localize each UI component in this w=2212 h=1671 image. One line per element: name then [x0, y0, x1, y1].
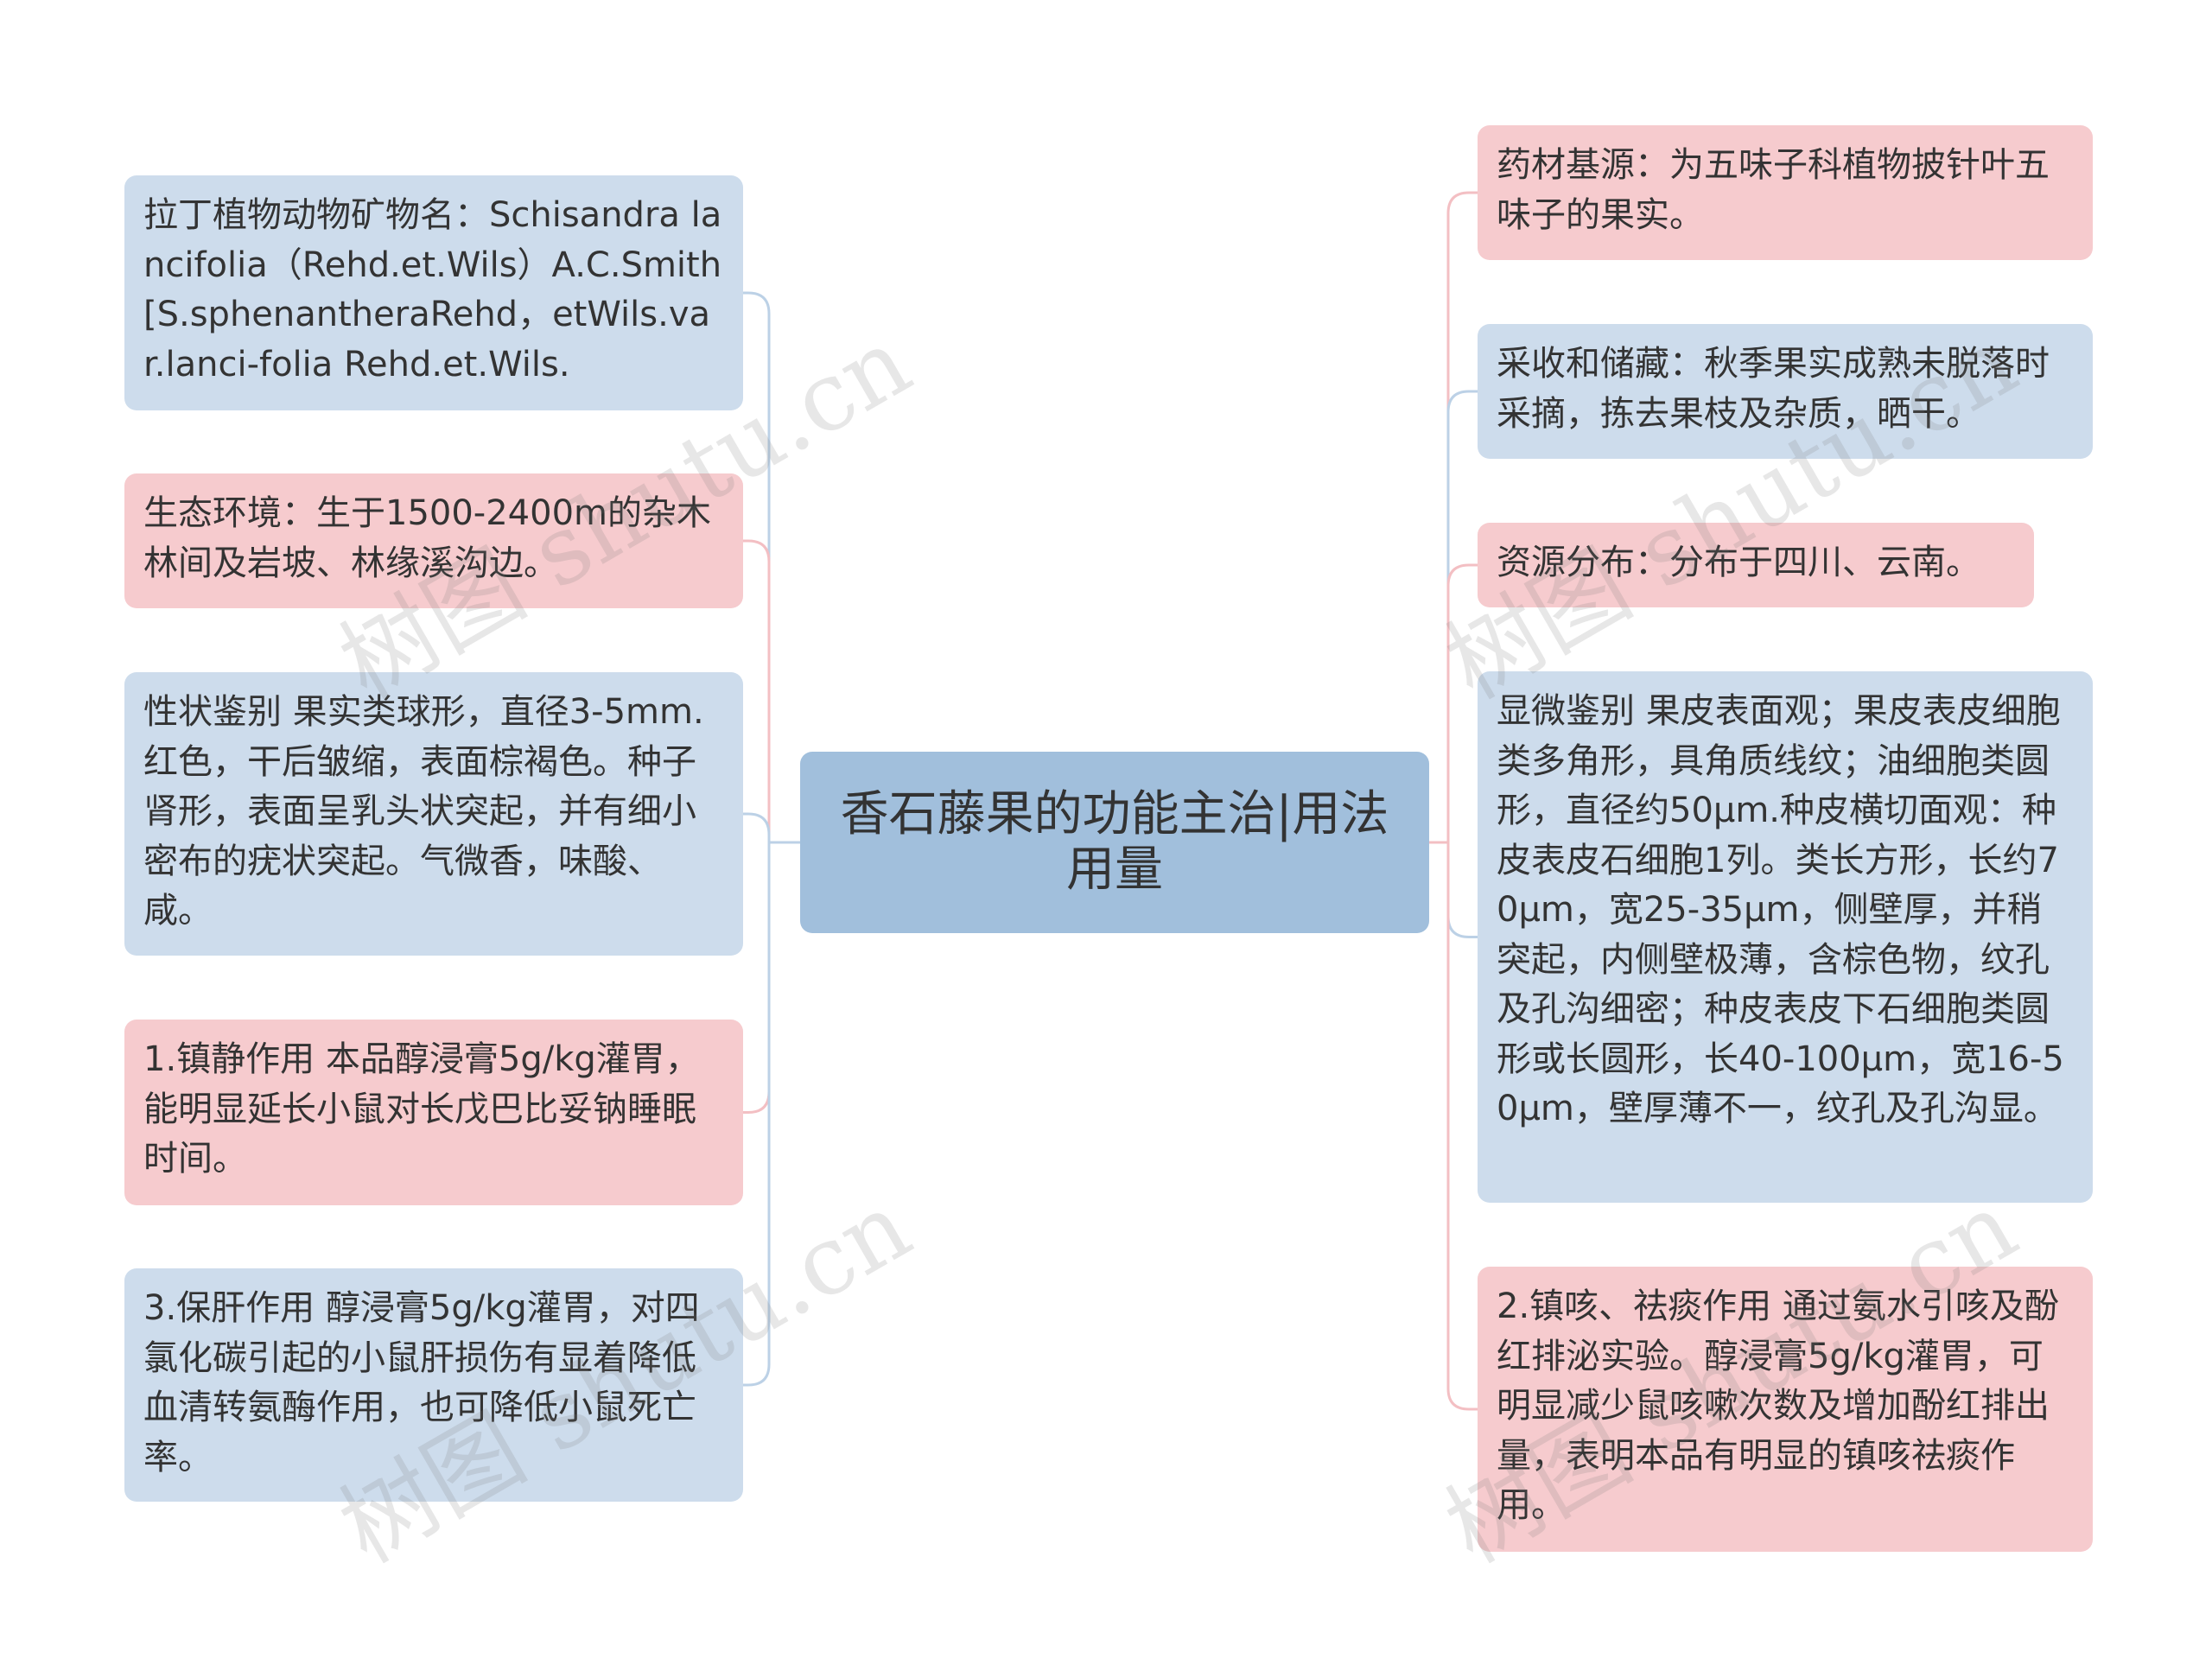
node-microscopy-text: 显微鉴别 果皮表面观；果皮表皮细胞类多角形，具角质线纹；油细胞类圆形，直径约50… [1497, 691, 2064, 1128]
connector-node-distribution [1446, 563, 1478, 842]
connector-node-microscopy [1446, 842, 1478, 938]
connector-node-liver-protection [743, 842, 771, 1387]
node-antitussive-text: 2.镇咳、祛痰作用 通过氨水引咳及酚红排泌实验。醇浸膏5g/kg灌胃，可明显减少… [1497, 1287, 2059, 1525]
connector-node-habitat [743, 539, 771, 842]
connector-node-sedative [743, 842, 771, 1114]
node-antitussive[interactable]: 2.镇咳、祛痰作用 通过氨水引咳及酚红排泌实验。醇浸膏5g/kg灌胃，可明显减少… [1478, 1267, 2093, 1552]
node-liver-protection-text: 3.保肝作用 醇浸膏5g/kg灌胃，对四氯化碳引起的小鼠肝损伤有显着降低血清转氨… [143, 1288, 700, 1477]
node-liver-protection[interactable]: 3.保肝作用 醇浸膏5g/kg灌胃，对四氯化碳引起的小鼠肝损伤有显着降低血清转氨… [124, 1268, 743, 1502]
node-habitat[interactable]: 生态环境：生于1500-2400m的杂木林间及岩坡、林缘溪沟边。 [124, 473, 743, 608]
node-latin-name[interactable]: 拉丁植物动物矿物名：Schisandra lancifolia（Rehd.et.… [124, 175, 743, 410]
node-source[interactable]: 药材基源：为五味子科植物披针叶五味子的果实。 [1478, 125, 2093, 260]
node-appearance-text: 性状鉴别 果实类球形，直径3-5mm.红色，干后皱缩，表面棕褐色。种子肾形，表面… [143, 692, 704, 931]
node-distribution[interactable]: 资源分布：分布于四川、云南。 [1478, 523, 2034, 607]
node-harvest-text: 采收和储藏：秋季果实成熟未脱落时采摘，拣去果枝及杂质，晒干。 [1497, 344, 2050, 434]
node-appearance[interactable]: 性状鉴别 果实类球形，直径3-5mm.红色，干后皱缩，表面棕褐色。种子肾形，表面… [124, 672, 743, 956]
node-latin-name-text: 拉丁植物动物矿物名：Schisandra lancifolia（Rehd.et.… [143, 195, 722, 384]
center-topic[interactable]: 香石藤果的功能主治|用法用量 [800, 752, 1429, 933]
node-sedative[interactable]: 1.镇静作用 本品醇浸膏5g/kg灌胃，能明显延长小鼠对长戊巴比妥钠睡眠时间。 [124, 1020, 743, 1205]
node-harvest[interactable]: 采收和储藏：秋季果实成熟未脱落时采摘，拣去果枝及杂质，晒干。 [1478, 324, 2093, 459]
connector-node-latin-name [743, 291, 771, 842]
connector-node-appearance [743, 812, 771, 842]
center-topic-label: 香石藤果的功能主治|用法用量 [840, 786, 1389, 898]
node-habitat-text: 生态环境：生于1500-2400m的杂木林间及岩坡、林缘溪沟边。 [143, 493, 711, 583]
node-sedative-text: 1.镇静作用 本品醇浸膏5g/kg灌胃，能明显延长小鼠对长戊巴比妥钠睡眠时间。 [143, 1039, 700, 1179]
node-distribution-text: 资源分布：分布于四川、云南。 [1497, 543, 1980, 582]
connector-node-antitussive [1446, 842, 1478, 1411]
connector-node-harvest [1446, 390, 1478, 842]
node-source-text: 药材基源：为五味子科植物披针叶五味子的果实。 [1497, 145, 2050, 235]
node-microscopy[interactable]: 显微鉴别 果皮表面观；果皮表皮细胞类多角形，具角质线纹；油细胞类圆形，直径约50… [1478, 671, 2093, 1203]
connector-node-source [1446, 191, 1478, 842]
